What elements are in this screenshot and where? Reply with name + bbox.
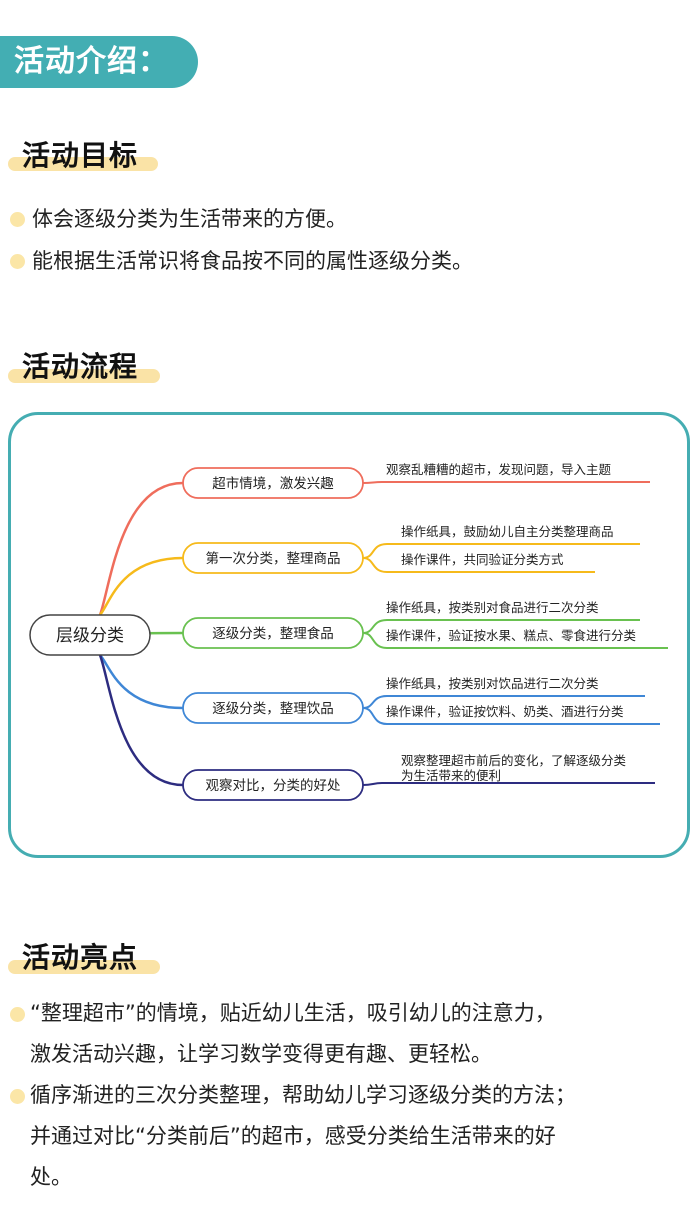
branch-label: 逐级分类，整理饮品: [212, 701, 334, 717]
branch-label: 逐级分类，整理食品: [212, 625, 334, 642]
highlight-line: 激发活动兴趣，让学习数学变得更有趣、更轻松。: [30, 1042, 492, 1066]
bullet-icon: [10, 254, 25, 269]
branch-connector: [99, 556, 184, 616]
list-item: 循序渐进的三次分类整理，帮助幼儿学习逐级分类的方法； 并通过对比“分类前后”的超…: [0, 1075, 700, 1198]
title-highlight: [8, 960, 160, 974]
leaf-connector: [362, 481, 650, 484]
goal-text: 体会逐级分类为生活带来的方便。: [32, 207, 347, 231]
leaf-label: 为生活带来的便利: [401, 768, 501, 783]
leaf-label: 观察整理超市前后的变化，了解逐级分类: [401, 753, 627, 768]
leaf-connector: [362, 557, 595, 573]
list-item: 体会逐级分类为生活带来的方便。: [0, 198, 700, 240]
leaf-label: 操作课件，共同验证分类方式: [401, 552, 564, 567]
branch-label: 第一次分类，整理商品: [206, 550, 341, 567]
branch-connector: [98, 481, 184, 616]
leaf-label: 观察乱糟糟的超市，发现问题，导入主题: [386, 462, 612, 477]
leaf-label: 操作课件，验证按水果、糕点、零食进行分类: [386, 628, 637, 643]
leaf-label: 操作课件，验证按饮料、奶类、酒进行分类: [386, 704, 624, 719]
highlight-line: 处。: [30, 1165, 72, 1189]
mindmap-frame: [8, 412, 690, 858]
leaf-label: 操作纸具，鼓励幼儿自主分类整理商品: [401, 524, 614, 539]
goals-title: 活动目标: [22, 139, 139, 172]
title-highlight: [8, 369, 160, 383]
root-label: 层级分类: [56, 626, 124, 646]
title-highlight: [8, 157, 158, 171]
leaf-label: 操作纸具，按类别对食品进行二次分类: [386, 600, 599, 615]
list-item: 能根据生活常识将食品按不同的属性逐级分类。: [0, 240, 700, 282]
bullet-icon: [10, 1089, 25, 1104]
highlight-line: 并通过对比“分类前后”的超市，感受分类给生活带来的好: [30, 1124, 556, 1148]
root-node: [29, 614, 151, 656]
leaf-label: 操作纸具，按类别对饮品进行二次分类: [386, 676, 599, 691]
highlights-title: 活动亮点: [22, 941, 139, 974]
leaf-connector: [362, 707, 660, 725]
section-tag: 活动介绍：: [0, 36, 198, 88]
list-item: “整理超市”的情境，贴近幼儿生活，吸引幼儿的注意力， 激发活动兴趣，让学习数学变…: [0, 993, 700, 1075]
branch-label: 超市情境，激发兴趣: [212, 475, 334, 492]
branch-connector: [98, 654, 184, 787]
process-title: 活动流程: [22, 350, 139, 383]
leaf-connector: [362, 632, 668, 649]
bullet-icon: [10, 212, 25, 227]
branch-connector: [99, 654, 184, 710]
highlight-line: 循序渐进的三次分类整理，帮助幼儿学习逐级分类的方法；: [30, 1083, 576, 1107]
leaf-connector: [362, 782, 655, 786]
goals-list: 体会逐级分类为生活带来的方便。 能根据生活常识将食品按不同的属性逐级分类。: [0, 198, 700, 282]
branch-label: 观察对比，分类的好处: [206, 777, 341, 794]
highlights-list: “整理超市”的情境，贴近幼儿生活，吸引幼儿的注意力， 激发活动兴趣，让学习数学变…: [0, 993, 700, 1198]
highlight-line: “整理超市”的情境，贴近幼儿生活，吸引幼儿的注意力，: [30, 1001, 556, 1025]
bullet-icon: [10, 1007, 25, 1022]
goal-text: 能根据生活常识将食品按不同的属性逐级分类。: [32, 249, 473, 273]
